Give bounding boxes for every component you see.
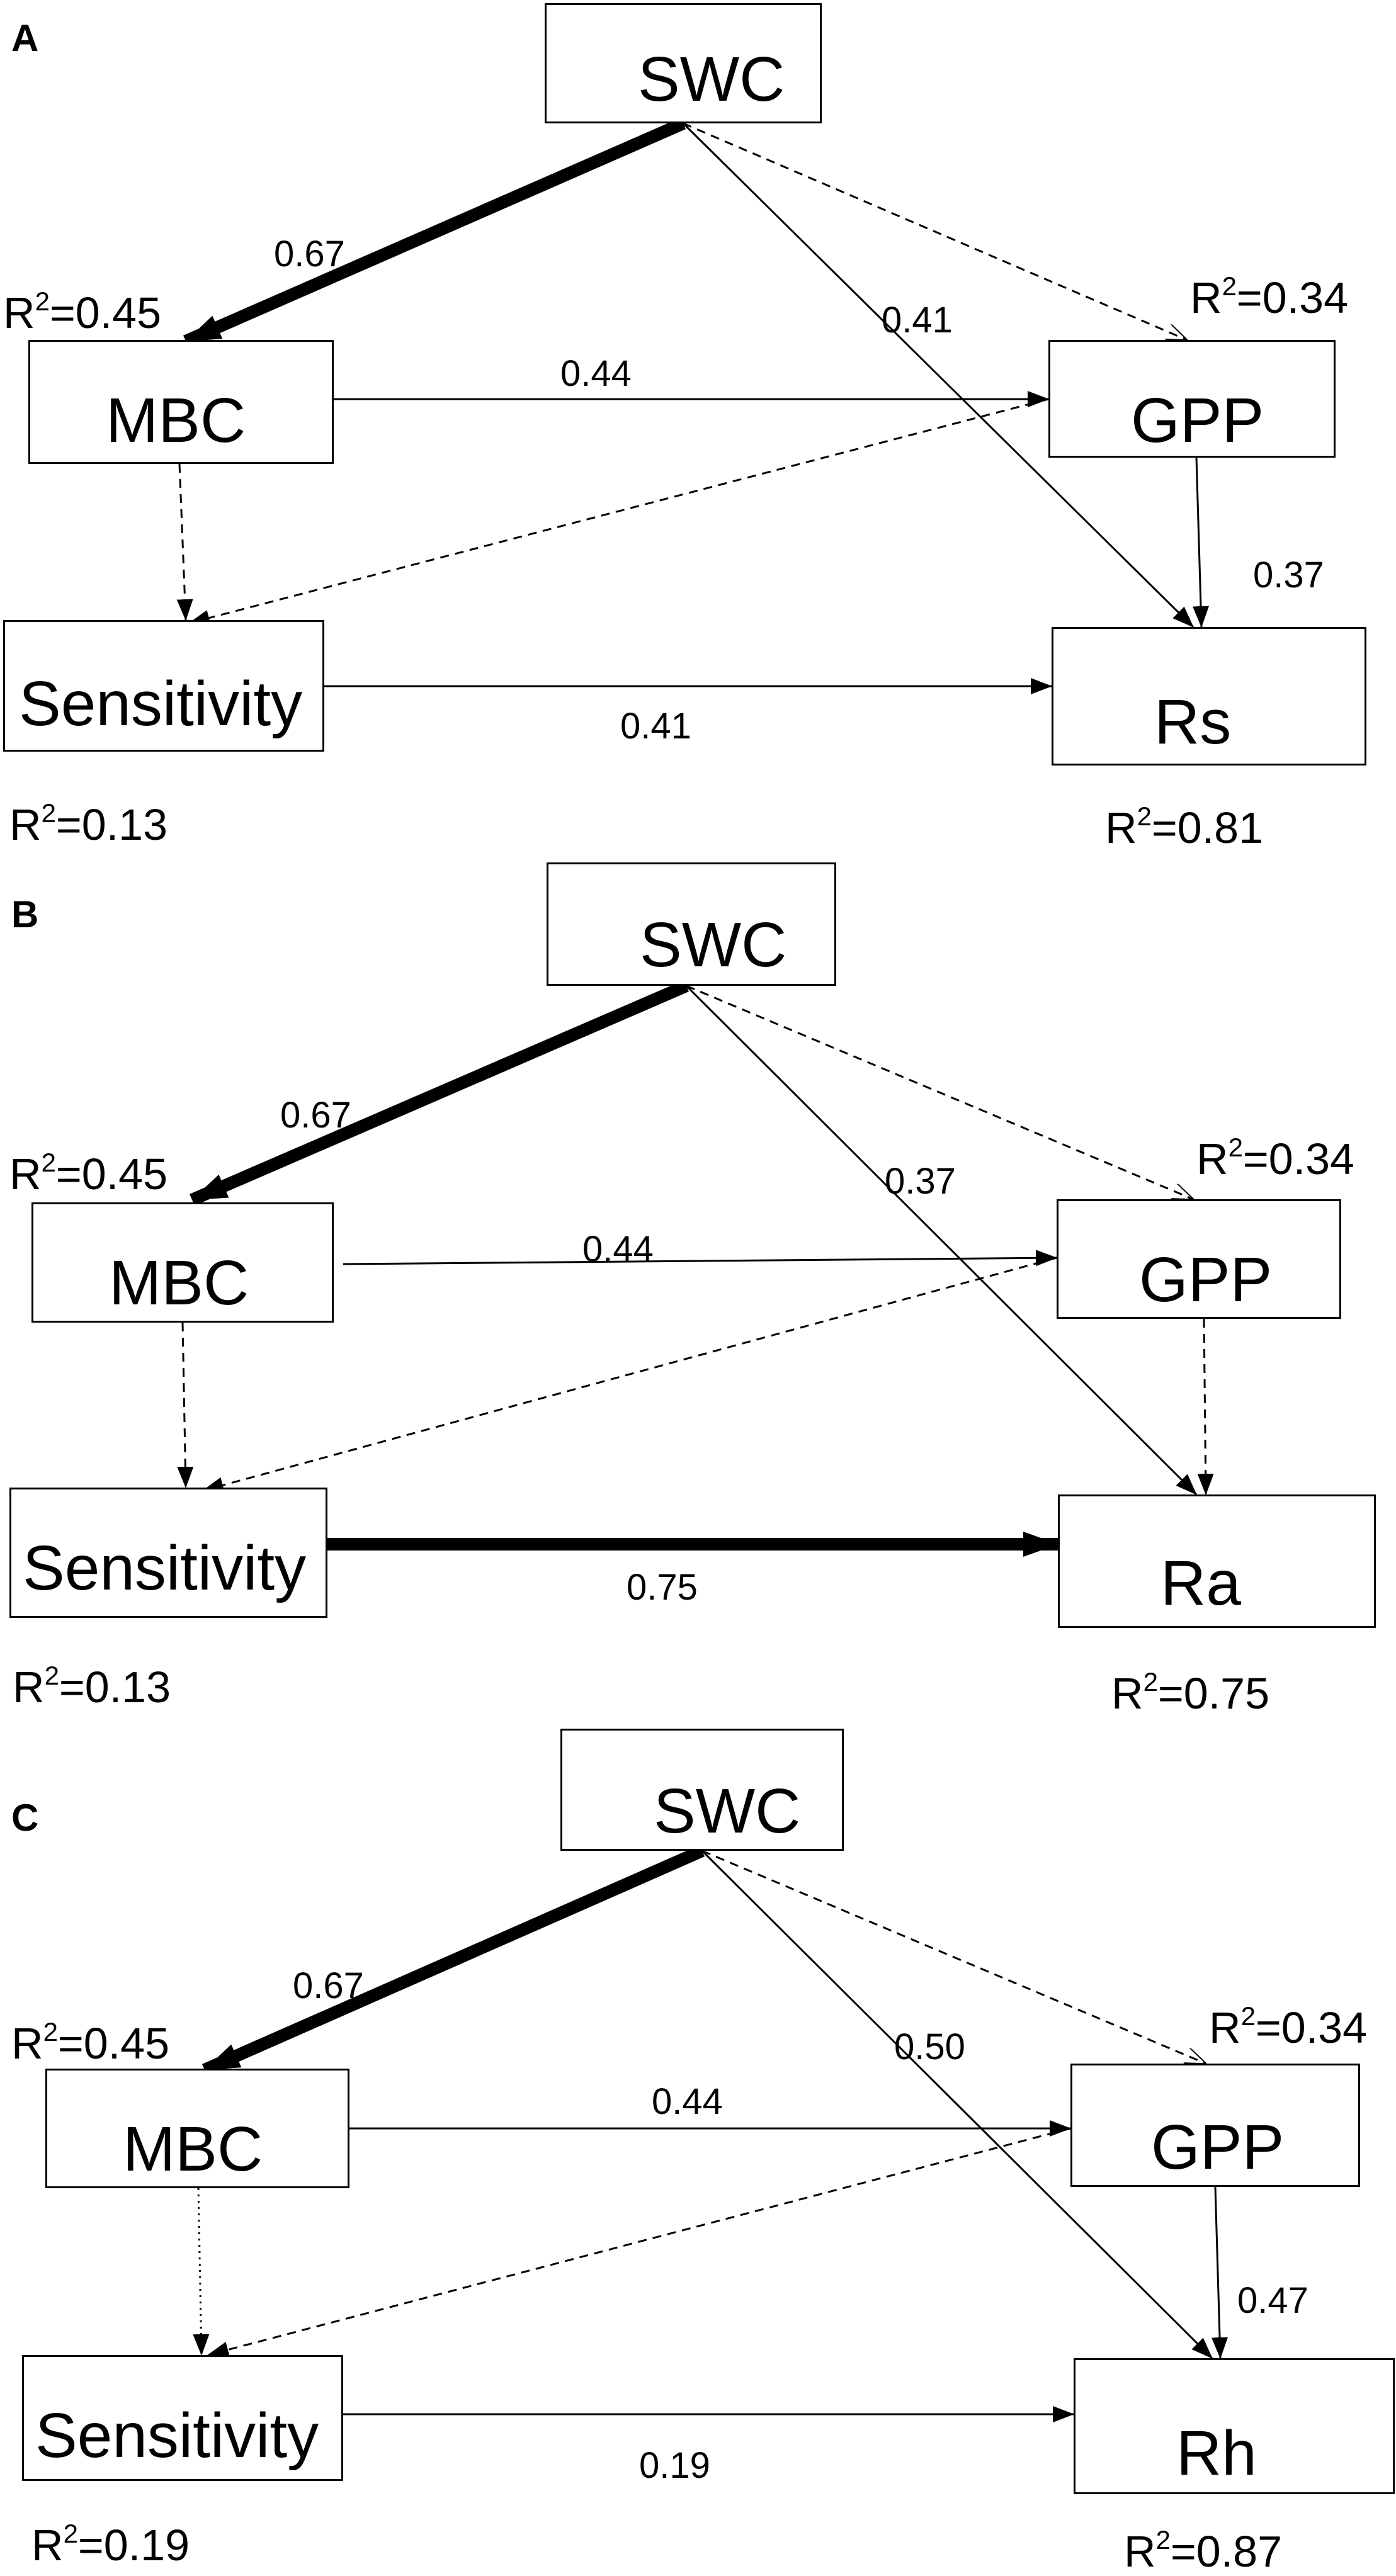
- panel-b: B SWC MBC GPP Sensitivity Ra 0.67 0.37 0…: [0, 861, 1396, 1720]
- arrow-swc-gpp: [701, 1850, 1206, 2064]
- arrow-swc-mbc: [183, 117, 686, 347]
- node-sensitivity: Sensitivity: [3, 620, 324, 752]
- r2-sensitivity: R2=0.13: [13, 1661, 171, 1712]
- coef-mbc-gpp: 0.44: [560, 353, 632, 394]
- r2-sensitivity: R2=0.13: [9, 798, 168, 849]
- arrow-gpp-sensitivity: [188, 398, 1049, 626]
- arrow-mbc-sensitivity: [193, 2188, 210, 2356]
- r2-gpp: R2=0.34: [1190, 271, 1349, 322]
- arrow-swc-response: [701, 1850, 1213, 2359]
- panel-letter: A: [11, 17, 39, 59]
- arrow-swc-gpp: [683, 122, 1187, 340]
- arrow-mbc-gpp: [343, 1250, 1057, 1267]
- arrow-gpp-sensitivity: [207, 2127, 1071, 2358]
- coef-gpp-response: 0.37: [1253, 555, 1324, 596]
- panel-c-arrows: [193, 1844, 1229, 2422]
- panel-b-arrows: [177, 980, 1214, 1557]
- arrow-mbc-sensitivity: [177, 1322, 194, 1488]
- node-swc: SWC: [547, 862, 836, 986]
- r2-response: R2=0.75: [1111, 1667, 1270, 1718]
- coef-mbc-gpp: 0.44: [582, 1229, 654, 1270]
- panel-letter: C: [11, 1797, 39, 1839]
- arrow-swc-response: [685, 985, 1198, 1496]
- node-sensitivity: Sensitivity: [9, 1488, 327, 1618]
- arrow-swc-mbc: [201, 1844, 705, 2076]
- coef-swc-response: 0.37: [885, 1161, 956, 1202]
- panel-a-arrows: [176, 117, 1210, 694]
- coef-swc-mbc: 0.67: [293, 1965, 364, 2006]
- panel-a: A SWC MBC GPP Sensitivity Rs 0.67 0.41 0…: [0, 0, 1396, 859]
- coef-swc-mbc: 0.67: [274, 234, 345, 274]
- node-swc: SWC: [560, 1729, 844, 1851]
- node-rs: Rs: [1052, 627, 1366, 765]
- coef-mbc-gpp: 0.44: [652, 2081, 723, 2122]
- panel-letter: B: [11, 893, 39, 935]
- r2-sensitivity: R2=0.19: [31, 2519, 190, 2570]
- r2-gpp: R2=0.34: [1209, 2001, 1368, 2052]
- r2-gpp: R2=0.34: [1196, 1133, 1355, 1183]
- node-sensitivity: Sensitivity: [22, 2355, 343, 2481]
- r2-mbc: R2=0.45: [3, 286, 162, 337]
- coef-sensitivity-response: 0.19: [639, 2445, 710, 2486]
- arrow-mbc-sensitivity: [176, 463, 193, 621]
- node-swc: SWC: [545, 3, 822, 123]
- coef-sensitivity-response: 0.41: [620, 706, 691, 747]
- node-gpp: GPP: [1057, 1199, 1341, 1319]
- coef-swc-response: 0.50: [894, 2026, 965, 2067]
- arrow-gpp-response: [1193, 457, 1210, 628]
- arrow-gpp-response: [1197, 1318, 1214, 1495]
- arrow-gpp-sensitivity: [202, 1257, 1057, 1493]
- node-mbc: MBC: [45, 2069, 349, 2188]
- coef-gpp-response: 0.47: [1237, 2280, 1308, 2321]
- node-mbc: MBC: [31, 1202, 334, 1323]
- node-gpp: GPP: [1070, 2064, 1360, 2187]
- coef-swc-mbc: 0.67: [280, 1095, 351, 1136]
- r2-response: R2=0.87: [1124, 2525, 1283, 2576]
- node-rh: Rh: [1074, 2358, 1395, 2494]
- arrow-swc-gpp: [686, 985, 1193, 1199]
- arrow-gpp-response: [1212, 2186, 1229, 2359]
- r2-response: R2=0.81: [1105, 801, 1264, 852]
- panel-c: C SWC MBC GPP Sensitivity Rh 0.67 0.50 0…: [0, 1717, 1396, 2576]
- r2-mbc: R2=0.45: [11, 2017, 170, 2068]
- arrow-swc-mbc: [190, 980, 689, 1206]
- r2-mbc: R2=0.45: [9, 1148, 168, 1199]
- coef-sensitivity-response: 0.75: [627, 1567, 698, 1608]
- node-ra: Ra: [1058, 1494, 1376, 1628]
- arrow-swc-response: [682, 122, 1195, 628]
- node-gpp: GPP: [1048, 340, 1336, 458]
- node-mbc: MBC: [28, 340, 334, 464]
- coef-swc-response: 0.41: [882, 300, 953, 341]
